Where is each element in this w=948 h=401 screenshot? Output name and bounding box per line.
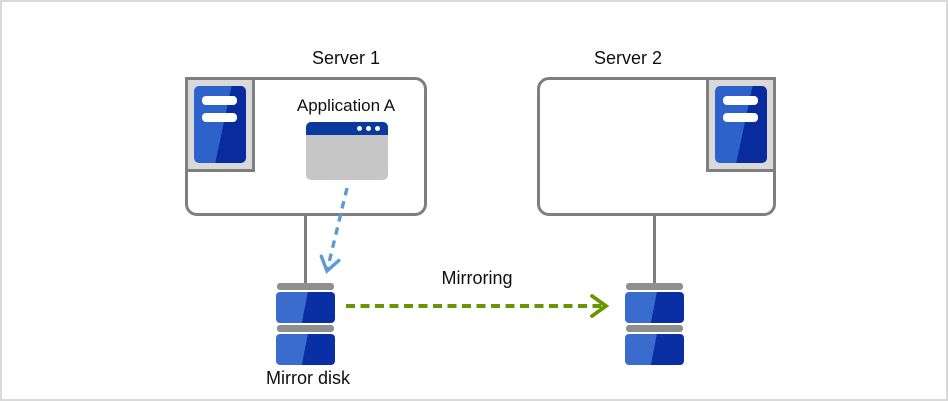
mirror-disk-copy-icon xyxy=(625,283,684,365)
server2-label: Server 2 xyxy=(593,48,663,68)
server1-tower-server-icon xyxy=(185,77,255,172)
server2-tower-server-icon xyxy=(706,77,776,172)
server-drive-bay xyxy=(723,113,758,122)
server1-label: Server 1 xyxy=(311,48,381,68)
server-drive-bay xyxy=(202,113,237,122)
disk-cap xyxy=(626,325,683,332)
server1-disk-connector xyxy=(304,214,307,284)
server-tower xyxy=(194,86,246,163)
application-label: Application A xyxy=(296,96,396,115)
disk-platter xyxy=(276,334,335,365)
server-tower xyxy=(715,86,767,163)
disk-cap xyxy=(626,283,683,290)
window-dot-icon xyxy=(366,126,371,131)
application-window-icon xyxy=(306,122,388,180)
window-dot-icon xyxy=(375,126,380,131)
mirror-disk-label: Mirror disk xyxy=(266,368,350,388)
server-drive-bay xyxy=(723,96,758,105)
disk-cap xyxy=(277,325,334,332)
disk-platter xyxy=(625,334,684,365)
server-drive-bay xyxy=(202,96,237,105)
mirror-disk-icon xyxy=(276,283,335,365)
mirroring-label: Mirroring xyxy=(441,268,513,288)
server2-disk-connector xyxy=(653,214,656,284)
disk-platter xyxy=(276,292,335,323)
disk-cap xyxy=(277,283,334,290)
disk-platter xyxy=(625,292,684,323)
window-dot-icon xyxy=(357,126,362,131)
window-titlebar xyxy=(306,122,388,135)
